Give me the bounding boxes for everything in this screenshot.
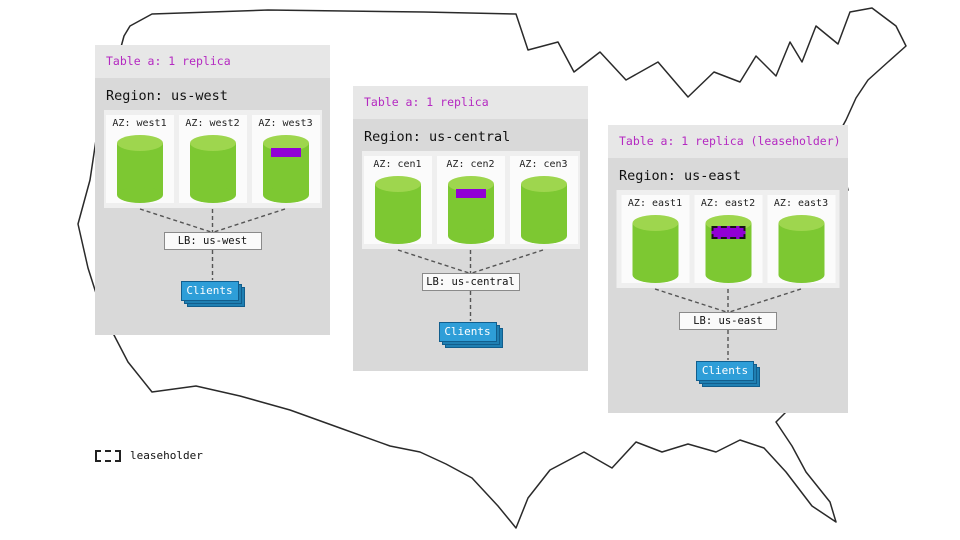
region-panel-us-east: Table a: 1 replica (leaseholder) Region:… bbox=[608, 125, 848, 413]
clients-box: Clients bbox=[180, 281, 239, 301]
database-cylinder bbox=[705, 215, 751, 283]
az-label: AZ: cen1 bbox=[373, 159, 422, 170]
az-cell: AZ: cen3 bbox=[509, 156, 578, 244]
az-label: AZ: east1 bbox=[627, 198, 683, 209]
clients-stack: Clients bbox=[696, 361, 760, 387]
region-panel-us-west: Table a: 1 replica Region: us-west AZ: w… bbox=[95, 45, 330, 335]
replica-bar bbox=[455, 189, 486, 198]
database-cylinder bbox=[447, 176, 494, 244]
az-cell: AZ: cen1 bbox=[363, 156, 432, 244]
az-label: AZ: west1 bbox=[112, 118, 167, 129]
region-label: Region: us-east bbox=[619, 168, 741, 184]
clients-box: Clients bbox=[438, 322, 497, 342]
az-label: AZ: east2 bbox=[700, 198, 756, 209]
clients-box: Clients bbox=[696, 361, 754, 381]
az-label: AZ: west2 bbox=[185, 118, 240, 129]
az-label: AZ: west3 bbox=[258, 118, 313, 129]
region-label: Region: us-central bbox=[364, 129, 511, 145]
database-cylinder bbox=[778, 215, 824, 283]
az-cell: AZ: east1 bbox=[621, 195, 689, 283]
database-cylinder bbox=[189, 135, 236, 203]
az-container: AZ: west1 AZ: west2 AZ: west3 bbox=[103, 110, 322, 208]
region-label: Region: us-west bbox=[106, 88, 228, 104]
database-cylinder bbox=[632, 215, 678, 283]
database-cylinder bbox=[262, 135, 309, 203]
table-title: Table a: 1 replica bbox=[95, 45, 330, 78]
az-container: AZ: cen1 AZ: cen2 AZ: cen3 bbox=[361, 151, 580, 249]
clients-stack: Clients bbox=[438, 322, 503, 348]
load-balancer-box: LB: us-east bbox=[679, 312, 777, 330]
database-cylinder bbox=[116, 135, 163, 203]
load-balancer-box: LB: us-west bbox=[163, 232, 262, 250]
leaseholder-swatch bbox=[95, 449, 121, 462]
clients-stack: Clients bbox=[180, 281, 245, 307]
az-cell: AZ: east2 bbox=[694, 195, 762, 283]
legend-label: leaseholder bbox=[130, 449, 203, 462]
database-cylinder bbox=[520, 176, 567, 244]
az-cell: AZ: west3 bbox=[251, 115, 320, 203]
az-cell: AZ: east3 bbox=[767, 195, 835, 283]
az-label: AZ: east3 bbox=[773, 198, 829, 209]
replica-bar bbox=[711, 226, 745, 239]
az-cell: AZ: west1 bbox=[105, 115, 174, 203]
legend: leaseholder bbox=[95, 449, 203, 462]
table-title: Table a: 1 replica (leaseholder) bbox=[608, 125, 848, 158]
replica-bar bbox=[270, 148, 301, 157]
az-container: AZ: east1 AZ: east2 AZ: east3 bbox=[616, 190, 840, 288]
table-title: Table a: 1 replica bbox=[353, 86, 588, 119]
az-label: AZ: cen2 bbox=[446, 159, 495, 170]
az-label: AZ: cen3 bbox=[519, 159, 568, 170]
az-cell: AZ: cen2 bbox=[436, 156, 505, 244]
database-cylinder bbox=[374, 176, 421, 244]
region-panel-us-central: Table a: 1 replica Region: us-central AZ… bbox=[353, 86, 588, 371]
load-balancer-box: LB: us-central bbox=[421, 273, 520, 291]
az-cell: AZ: west2 bbox=[178, 115, 247, 203]
